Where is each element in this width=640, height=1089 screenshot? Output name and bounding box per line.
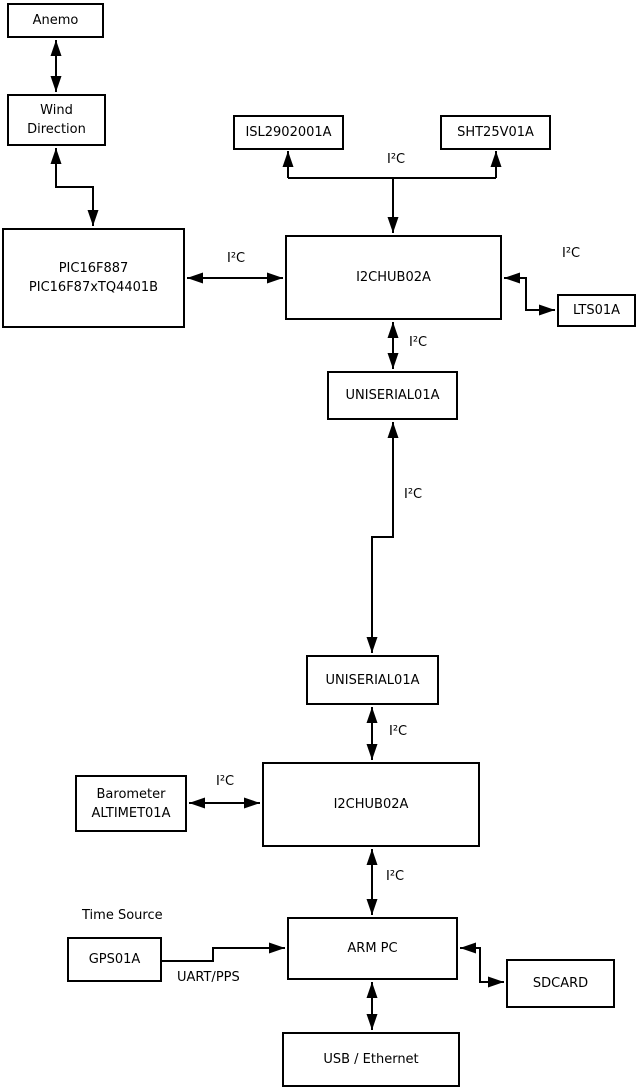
node-i2c-hub-2: I2CHUB02A (262, 762, 480, 847)
node-label: SDCARD (532, 976, 589, 991)
node-isl2902001a: ISL2902001A (233, 115, 344, 150)
node-label: USB / Ethernet (323, 1052, 419, 1067)
node-lts01a: LTS01A (557, 294, 636, 327)
label-i2c-hub2-armpc: I²C (386, 869, 405, 884)
node-label: ISL2902001A (245, 125, 332, 140)
label-i2c-bus-top: I²C (387, 152, 406, 167)
node-label-line1: PIC16F887 (58, 261, 129, 276)
node-wind-direction: Wind Direction (7, 94, 106, 146)
node-arm-pc: ARM PC (287, 917, 458, 980)
label-uart-pps: UART/PPS (177, 970, 240, 985)
node-label: I2CHUB02A (333, 797, 409, 812)
label-i2c-uniserial2-hub2: I²C (389, 724, 408, 739)
node-label: SHT25V01A (457, 125, 534, 140)
label-i2c-hub1-uniserial1: I²C (409, 335, 428, 350)
node-uniserial-1: UNISERIAL01A (327, 371, 458, 420)
edge-armpc-sdcard-arrow (460, 942, 504, 988)
node-label-line1: Barometer (96, 786, 166, 802)
node-label: LTS01A (572, 303, 621, 318)
label-time-source: Time Source (82, 908, 163, 923)
edge-gps-armpc-arrow (162, 942, 285, 962)
node-sht25v01a: SHT25V01A (440, 115, 551, 150)
edge-uniserial1-uniserial2-arrow (366, 422, 399, 653)
node-label: ARM PC (347, 941, 398, 956)
node-usb-ethernet: USB / Ethernet (282, 1032, 460, 1087)
label-i2c-pic-hub1: I²C (227, 251, 246, 266)
node-i2c-hub-1: I2CHUB02A (285, 235, 502, 320)
node-label: GPS01A (88, 952, 141, 967)
node-label: I2CHUB02A (356, 270, 431, 285)
node-label-line2: ALTIMET01A (91, 805, 171, 821)
node-label: UNISERIAL01A (345, 388, 440, 403)
node-label-line2: PIC16F87xTQ4401B (28, 280, 159, 295)
edge-hub1-lts-arrow (504, 272, 555, 316)
label-i2c-uniserial-link: I²C (404, 487, 423, 502)
node-label-line1: Wind (40, 103, 73, 118)
node-sdcard: SDCARD (506, 959, 615, 1008)
node-label-line2: Direction (27, 122, 86, 137)
node-anemometer: Anemo (7, 3, 104, 38)
node-label: UNISERIAL01A (325, 672, 420, 688)
node-uniserial-2: UNISERIAL01A (306, 655, 439, 705)
node-gps01a: GPS01A (67, 937, 162, 982)
node-barometer-altimet01a: Barometer ALTIMET01A (75, 775, 187, 832)
label-i2c-barometer-hub2: I²C (216, 774, 235, 789)
node-pic-microcontroller: PIC16F887 PIC16F87xTQ4401B (2, 228, 185, 328)
label-i2c-hub1-lts: I²C (562, 246, 581, 261)
edge-wind-pic-arrow (50, 148, 99, 226)
node-label: Anemo (32, 13, 79, 28)
